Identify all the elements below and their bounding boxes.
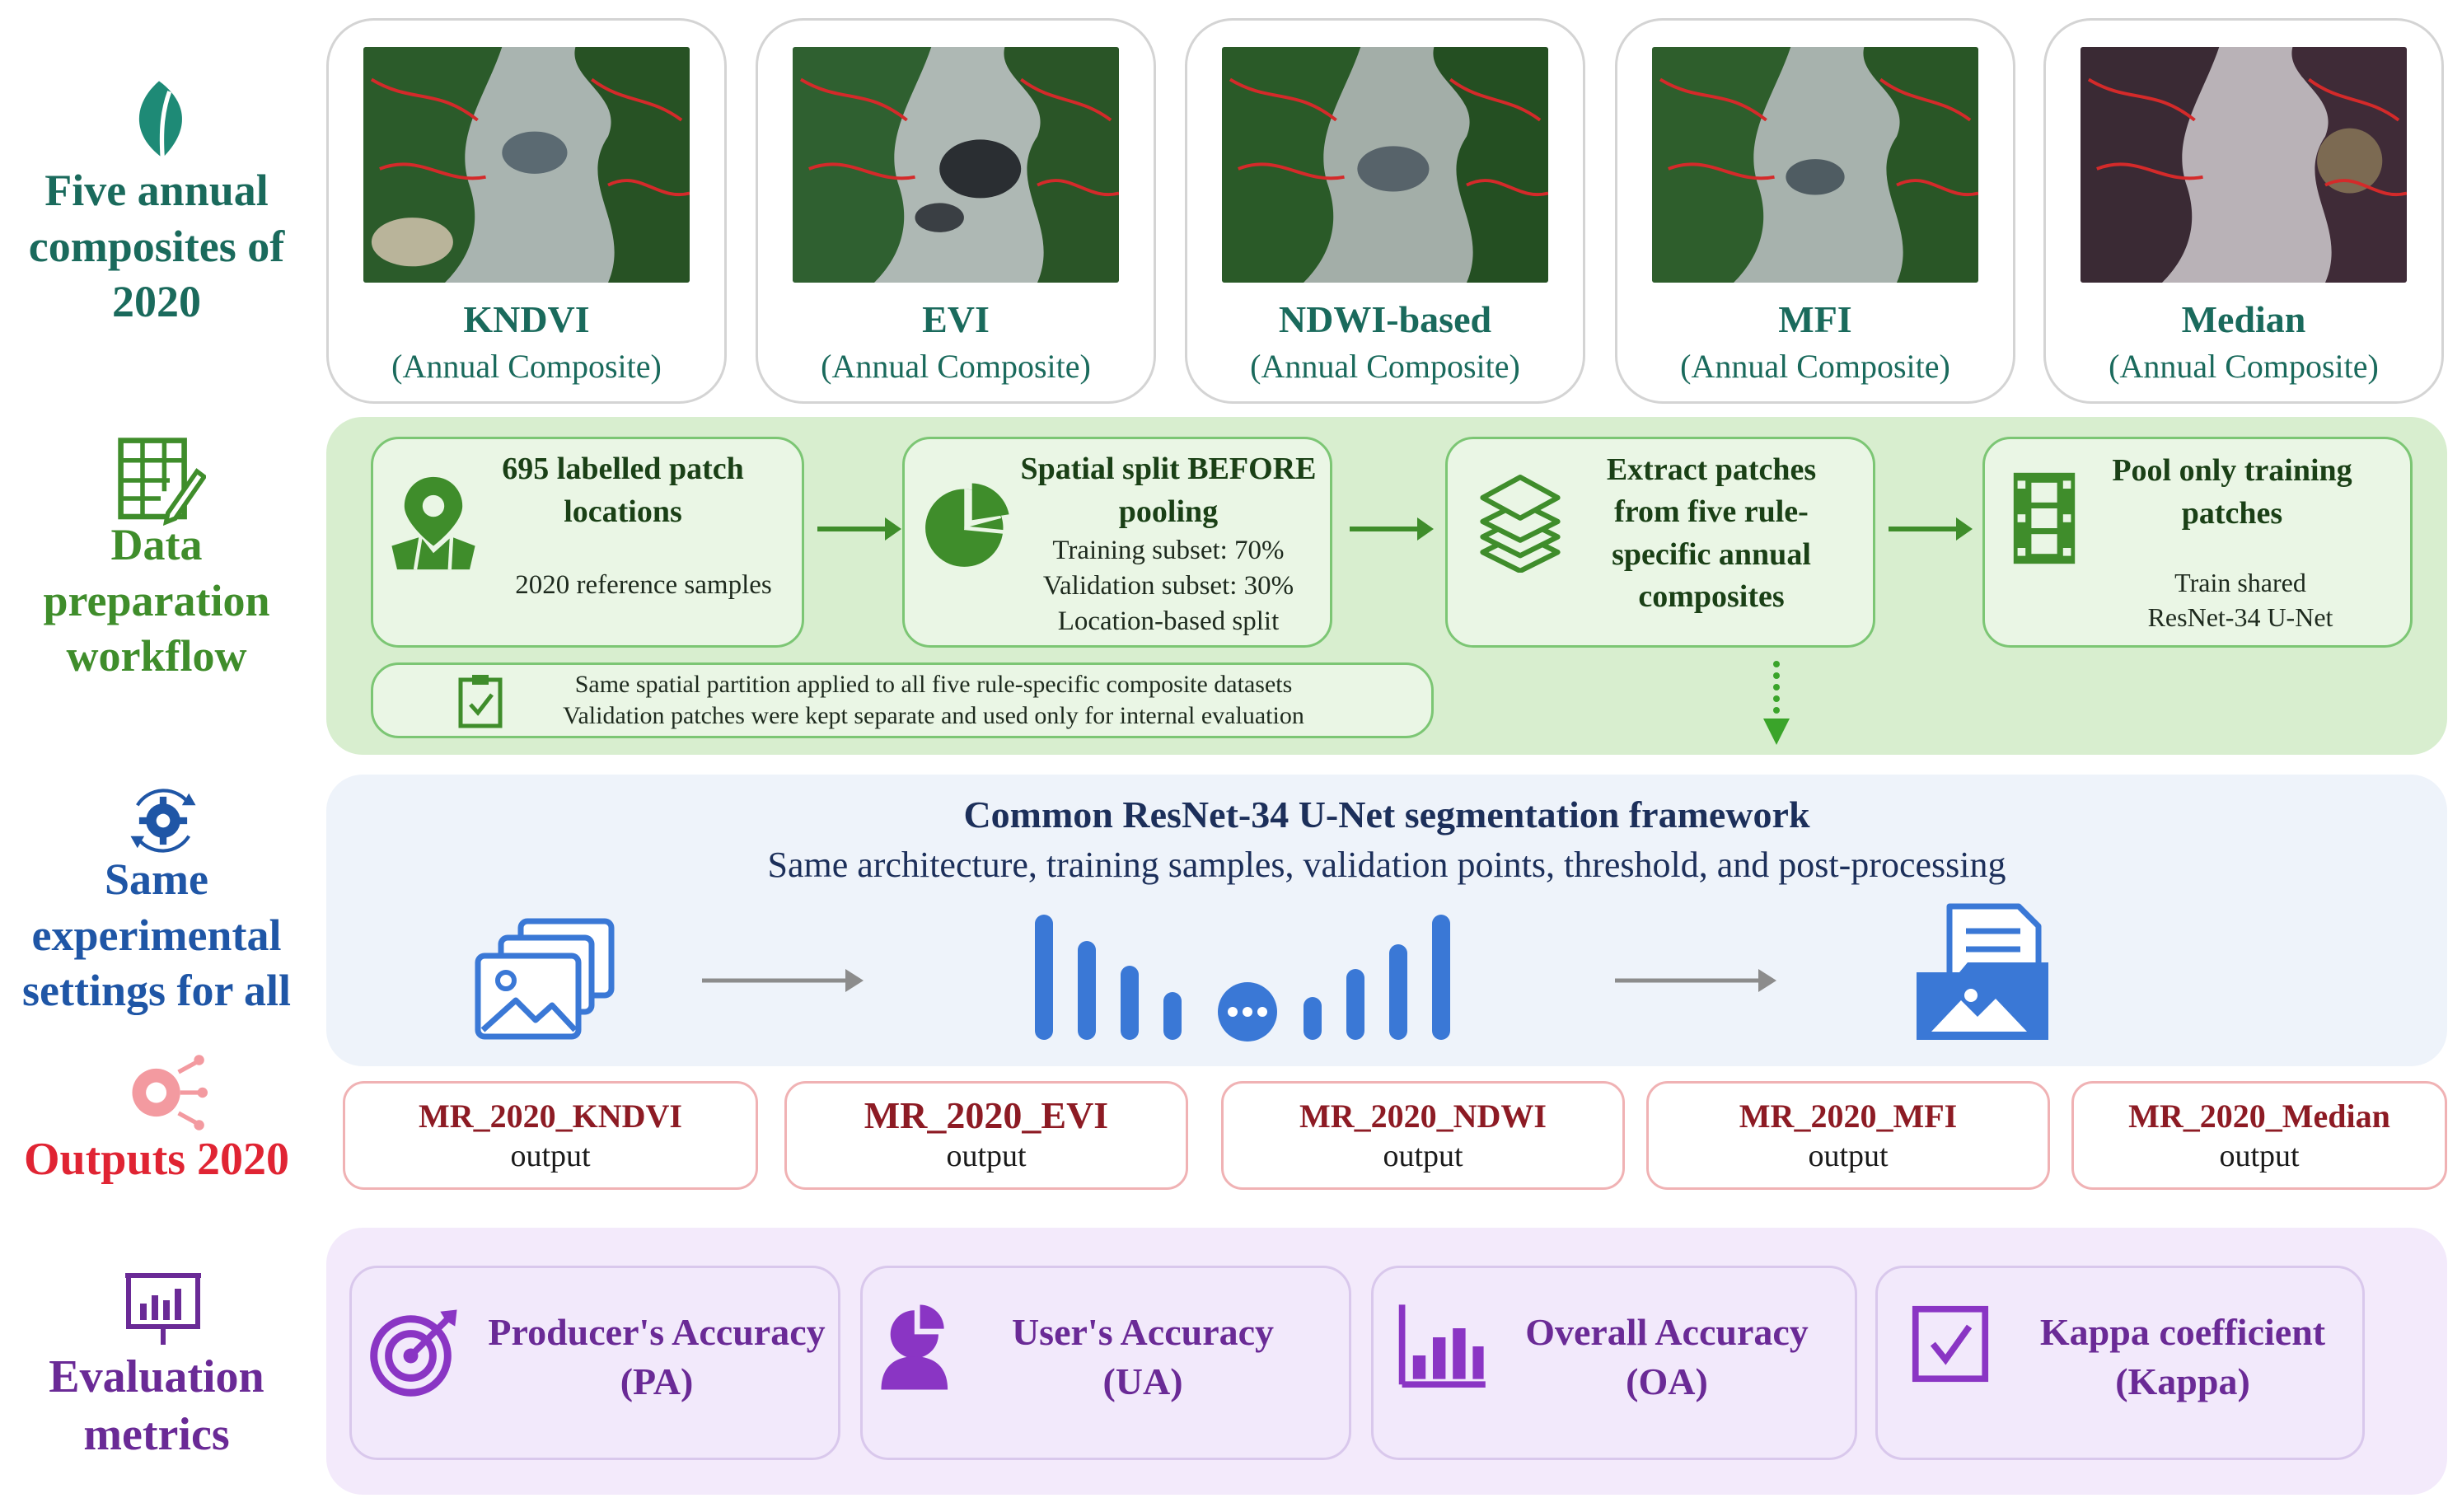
step-text: Location-based split [1057, 606, 1280, 636]
composite-name: EVI [922, 298, 990, 340]
metric-abbr: (Kappa) [2115, 1360, 2250, 1402]
metric-abbr: (OA) [1626, 1360, 1708, 1402]
section-label-metrics: Evaluation metrics [49, 1351, 264, 1460]
user-pie-icon [881, 1304, 948, 1390]
satellite-image [2081, 47, 2407, 283]
layers-stack-icon [1480, 475, 1561, 573]
metric-name: Producer's Accuracy [488, 1311, 826, 1353]
map-pin-icon [391, 476, 475, 570]
step-text: Train shared ResNet-34 U-Net [2147, 568, 2333, 632]
step-text: Training subset: 70% [1052, 536, 1285, 565]
step-title: Extract patches from five rule-specific … [1606, 452, 1817, 614]
ai-chip-icon [132, 1055, 208, 1130]
framework-title: Common ResNet-34 U-Net segmentation fram… [963, 793, 1810, 836]
output-box-kndvi: MR_2020_KNDVI output [343, 1081, 758, 1190]
composite-subtitle: (Annual Composite) [2109, 348, 2379, 385]
unet-architecture-icon [1035, 915, 1450, 1042]
metric-producers-accuracy: Producer's Accuracy (PA) [349, 1266, 840, 1460]
prep-step-spatial-split: Spatial split BEFORE pooling Training su… [902, 437, 1332, 648]
dotted-arrow-down-icon [1763, 661, 1790, 745]
prep-step-patch-locations: 695 labelled patch locations 2020 refere… [371, 437, 804, 648]
prep-step-pool-training: Pool only training patches Train shared … [1982, 437, 2413, 648]
output-name: MR_2020_EVI [864, 1094, 1109, 1136]
composite-subtitle: (Annual Composite) [391, 348, 662, 385]
spreadsheet-edit-icon [118, 438, 206, 526]
checkbox-icon [1912, 1305, 1989, 1383]
note-text: Same spatial partition applied to all fi… [574, 671, 1293, 698]
output-box-evi: MR_2020_EVI output [784, 1081, 1188, 1190]
output-name: MR_2020_KNDVI [419, 1098, 682, 1135]
metric-users-accuracy: User's Accuracy (UA) [860, 1266, 1351, 1460]
composite-card-ndwi: NDWI-based (Annual Composite) [1185, 18, 1585, 404]
composite-card-evi: EVI (Annual Composite) [756, 18, 1156, 404]
output-name: MR_2020_MFI [1739, 1098, 1958, 1135]
leaf-icon [138, 81, 182, 158]
step-text: Validation subset: 30% [1042, 571, 1294, 601]
presentation-board-icon [125, 1273, 201, 1345]
composite-name: NDWI-based [1278, 298, 1492, 340]
metric-name: User's Accuracy [1011, 1311, 1275, 1353]
image-document-icon [1917, 903, 2048, 1040]
section-label-composites: Five annual composites of 2020 [28, 166, 285, 326]
arrow-right-icon [702, 969, 864, 992]
image-stack-icon [475, 918, 615, 1040]
output-label: output [510, 1139, 591, 1173]
metric-abbr: (UA) [1102, 1360, 1183, 1402]
satellite-image [1222, 47, 1548, 283]
output-box-mfi: MR_2020_MFI output [1646, 1081, 2050, 1190]
film-strip-icon [2013, 472, 2076, 564]
target-icon [370, 1309, 457, 1397]
metric-kappa: Kappa coefficient (Kappa) [1875, 1266, 2365, 1460]
composite-card-median: Median (Annual Composite) [2043, 18, 2444, 404]
prep-note-box: Same spatial partition applied to all fi… [371, 662, 1434, 738]
gear-cycle-icon [130, 789, 196, 853]
arrow-right-icon [1350, 517, 1434, 541]
arrow-right-icon [817, 517, 901, 541]
section-label-data-prep: Data preparation workflow [43, 520, 270, 681]
output-label: output [1808, 1139, 1889, 1173]
clipboard-check-icon [458, 675, 503, 728]
satellite-image [363, 47, 690, 283]
pie-chart-icon [925, 483, 1009, 567]
composite-name: MFI [1778, 298, 1852, 340]
framework-subtitle: Same architecture, training samples, val… [767, 845, 2006, 885]
metric-name: Kappa coefficient [2039, 1311, 2326, 1353]
output-label: output [2219, 1139, 2300, 1173]
satellite-image [1652, 47, 1978, 283]
note-text: Validation patches were kept separate an… [563, 702, 1304, 729]
composite-card-mfi: MFI (Annual Composite) [1615, 18, 2015, 404]
prep-step-extract-patches: Extract patches from five rule-specific … [1445, 437, 1875, 648]
arrow-right-icon [1889, 517, 1973, 541]
bar-chart-icon [1398, 1304, 1486, 1388]
satellite-image [793, 47, 1119, 283]
step-title: Spatial split BEFORE pooling [1020, 452, 1317, 530]
output-label: output [1383, 1139, 1463, 1173]
composite-subtitle: (Annual Composite) [821, 348, 1091, 385]
metric-name: Overall Accuracy [1525, 1311, 1809, 1353]
composite-subtitle: (Annual Composite) [1250, 348, 1520, 385]
metric-overall-accuracy: Overall Accuracy (OA) [1371, 1266, 1857, 1460]
output-box-ndwi: MR_2020_NDWI output [1221, 1081, 1625, 1190]
output-box-median: MR_2020_Median output [2071, 1081, 2447, 1190]
step-title: Pool only training patches [2112, 453, 2352, 531]
composite-name: KNDVI [463, 298, 590, 340]
step-title: 695 labelled patch locations [502, 452, 744, 530]
composite-name: Median [2181, 298, 2306, 340]
output-name: MR_2020_Median [2128, 1098, 2390, 1135]
composite-card-kndvi: KNDVI (Annual Composite) [326, 18, 727, 404]
section-label-settings: Same experimental settings for all [22, 854, 291, 1015]
arrow-right-icon [1615, 969, 1776, 992]
metric-abbr: (PA) [620, 1360, 694, 1402]
output-label: output [946, 1139, 1027, 1173]
output-name: MR_2020_NDWI [1299, 1098, 1547, 1135]
step-text: 2020 reference samples [515, 570, 772, 600]
section-label-outputs: Outputs 2020 [23, 1134, 290, 1185]
framework-band [326, 775, 2447, 1066]
composite-subtitle: (Annual Composite) [1680, 348, 1950, 385]
